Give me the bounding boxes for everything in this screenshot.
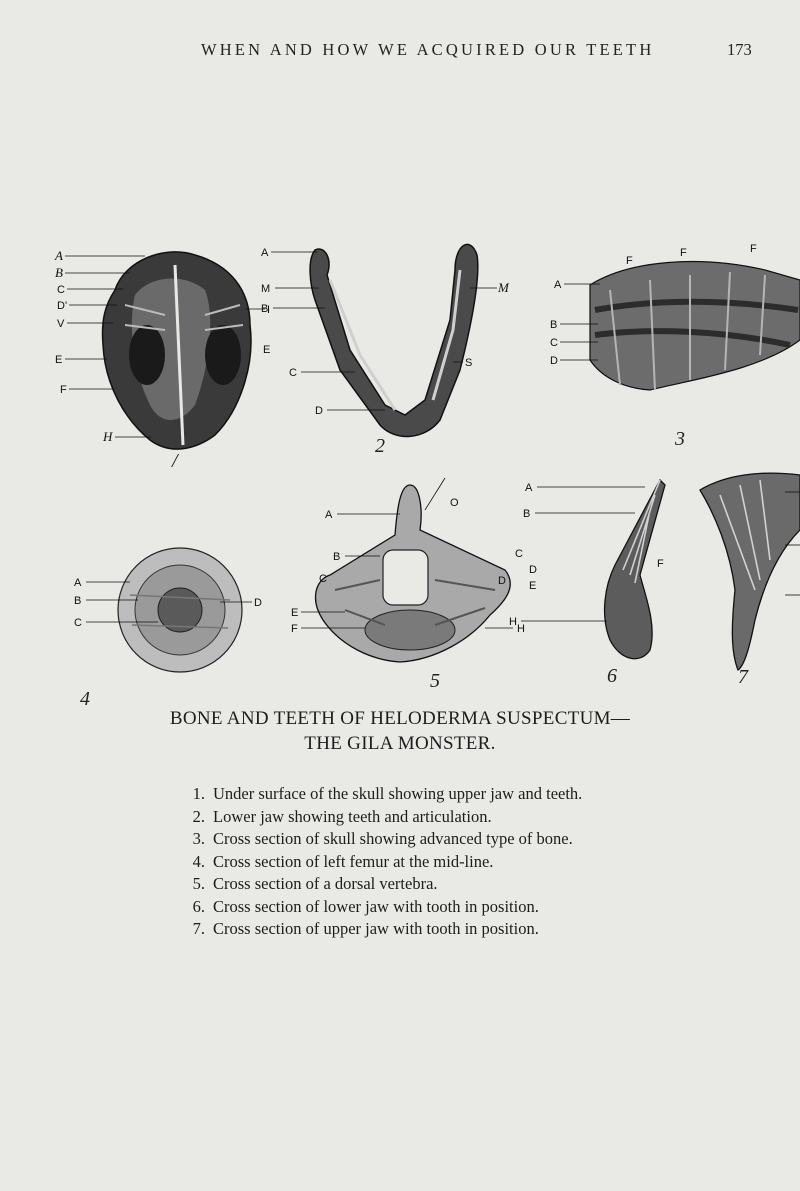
fig3-label-f3: F xyxy=(750,243,757,255)
figure-5-number: 5 xyxy=(430,670,440,692)
fig3-label-d: D xyxy=(550,355,558,367)
fig5-label-e: E xyxy=(291,607,298,619)
legend-item: 4. Cross section of left femur at the mid… xyxy=(185,851,745,874)
fig1-label-i: I xyxy=(267,304,270,316)
fig4-label-a: A xyxy=(74,577,82,589)
fig6-label-f: F xyxy=(657,558,664,570)
legend-item-number: 6. xyxy=(192,896,205,916)
fig2-label-e: E xyxy=(263,344,270,356)
fig2-label-c: C xyxy=(289,367,297,379)
upper-jaw-tooth-drawing xyxy=(699,472,800,672)
figure-4-femur-cross-section: A B C D 4 xyxy=(70,540,270,710)
fig5-label-b: B xyxy=(333,551,340,563)
fig6-label-e: E xyxy=(529,580,536,592)
legend-item: 3. Cross section of skull showing advance… xyxy=(185,828,745,851)
legend-item-text: Cross section of skull showing advanced … xyxy=(213,829,573,848)
fig1-label-f: F xyxy=(60,384,67,396)
fig1-label-h: H xyxy=(102,429,113,444)
fig5-label-c: C xyxy=(319,573,327,585)
legend-item-text: Under surface of the skull showing upper… xyxy=(213,784,583,803)
figure-6-lower-jaw-tooth: A B C D E F H 6 xyxy=(509,475,675,700)
fig5-label-h: H xyxy=(517,623,525,635)
legend-item-number: 5. xyxy=(192,874,205,893)
legend-item-text: Cross section of left femur at the mid-l… xyxy=(213,851,494,871)
legend-item-number: 2. xyxy=(192,806,205,826)
legend-item-text: Lower jaw showing teeth and articulation… xyxy=(213,806,492,826)
fig4-label-d: D xyxy=(254,597,262,609)
fig3-label-f2: F xyxy=(680,247,687,259)
fig4-label-b: B xyxy=(74,595,81,607)
lower-jaw-tooth-drawing: A B C D E F H xyxy=(509,478,666,660)
fig3-label-f1: F xyxy=(626,255,633,267)
legend-item: 5. Cross section of a dorsal vertebra. xyxy=(185,873,745,896)
skull-section-drawing: A B C D F F F xyxy=(550,243,800,391)
figure-5-vertebra-cross-section: A B C D E F O H 5 xyxy=(285,477,545,695)
running-head: WHEN AND HOW WE ACQUIRED OUR TEETH 173 xyxy=(0,40,800,64)
figure-7-number: 7 xyxy=(738,666,748,688)
skull-drawing: A B C D' V E F H I xyxy=(54,248,270,450)
legend-item-number: 3. xyxy=(192,829,205,848)
vertebra-section-drawing: A B C D E F O H xyxy=(291,477,525,663)
figure-4-number: 4 xyxy=(80,688,90,710)
fig1-label-b: B xyxy=(55,265,63,280)
legend-item-text: Cross section of a dorsal vertebra. xyxy=(213,874,438,893)
figure-6-number: 6 xyxy=(607,665,617,687)
plate-title-line-2: THE GILA MONSTER. xyxy=(304,733,496,754)
figure-3-number: 3 xyxy=(675,428,685,450)
fig3-label-c: C xyxy=(550,337,558,349)
figure-2-number: 2 xyxy=(375,435,385,457)
fig1-label-v: V xyxy=(57,318,65,330)
legend-item: 2. Lower jaw showing teeth and articulati… xyxy=(185,806,745,829)
fig2-label-b: B xyxy=(261,303,268,315)
legend-item-number: 4. xyxy=(192,851,205,871)
figure-2-lower-jaw: A M B C D E M S 2 xyxy=(255,230,525,470)
legend-item-number: 7. xyxy=(192,919,205,938)
page-number: 173 xyxy=(727,40,752,59)
figure-1-skull-underside: A B C D' V E F H I / xyxy=(54,235,275,472)
fig2-label-a: A xyxy=(261,247,269,259)
plate-figures: A B C D' V E F H I / xyxy=(0,220,800,710)
legend-item: 7. Cross section of upper jaw with tooth … xyxy=(185,918,745,941)
legend-item: 6. Cross section of lower jaw with tooth … xyxy=(185,896,745,919)
fig1-label-e: E xyxy=(55,354,62,366)
fig3-label-a: A xyxy=(554,279,562,291)
fig5-label-d: D xyxy=(498,575,506,587)
running-title: WHEN AND HOW WE ACQUIRED OUR TEETH xyxy=(201,40,655,59)
fig6-label-a: A xyxy=(525,482,533,494)
lower-jaw-drawing: A M B C D E M S xyxy=(261,243,510,438)
figure-7-upper-jaw-tooth: 7 xyxy=(699,470,800,700)
fig2-label-s: S xyxy=(465,357,472,369)
fig4-label-c: C xyxy=(74,617,82,629)
legend-item-text: Cross section of upper jaw with tooth in… xyxy=(213,919,539,938)
fig2-label-m: M xyxy=(261,283,270,295)
fig5-label-f: F xyxy=(291,623,298,635)
figure-3-skull-cross-section: A B C D F F F 3 xyxy=(540,240,800,450)
fig1-label-d: D' xyxy=(57,300,67,312)
fig2-label-m-right: M xyxy=(497,280,510,295)
fig2-label-d: D xyxy=(315,405,323,417)
fig3-label-b: B xyxy=(550,319,557,331)
femur-section-drawing: A B C D xyxy=(74,547,262,673)
fig6-label-c: C xyxy=(515,548,523,560)
fig6-label-d: D xyxy=(529,564,537,576)
fig1-label-c: C xyxy=(57,284,65,296)
fig1-label-a: A xyxy=(54,248,63,263)
legend-item-number: 1. xyxy=(192,784,205,803)
fig6-label-b: B xyxy=(523,508,530,520)
fig6-label-h: H xyxy=(509,616,517,628)
fig5-label-o: O xyxy=(450,497,459,509)
fig5-label-a: A xyxy=(325,509,333,521)
legend-item-text: Cross section of lower jaw with tooth in… xyxy=(213,896,539,916)
figure-1-number: / xyxy=(172,450,178,472)
legend-item: 1. Under surface of the skull showing upp… xyxy=(185,783,745,806)
figure-legend: 1. Under surface of the skull showing upp… xyxy=(185,783,745,941)
plate-title-line-1: BONE AND TEETH OF HELODERMA SUSPECTUM— xyxy=(169,708,631,729)
